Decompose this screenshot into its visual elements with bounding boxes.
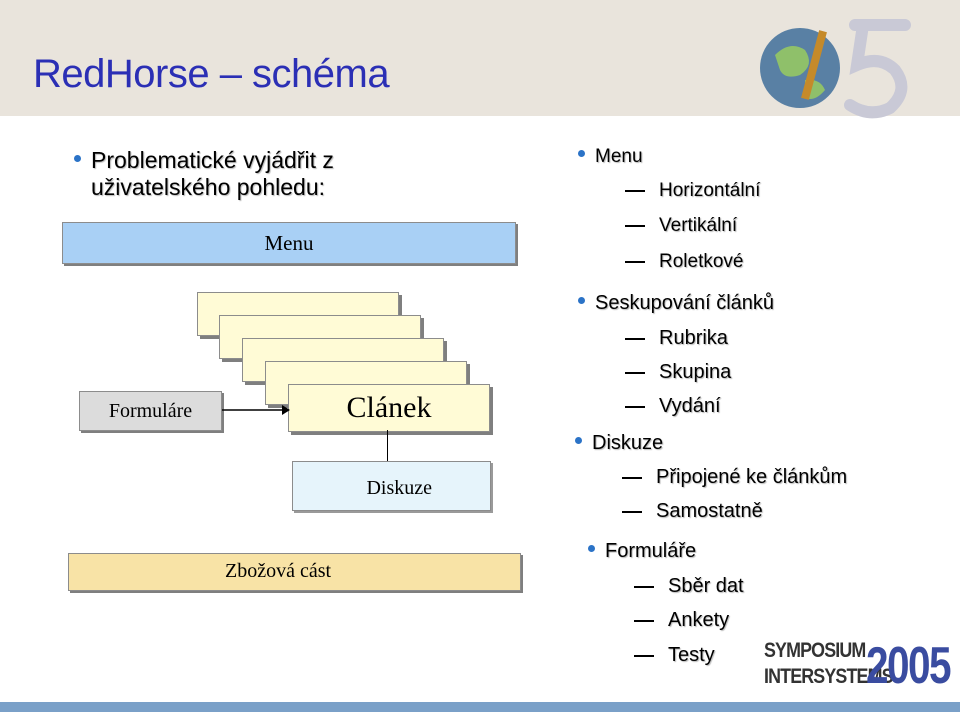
dash-icon xyxy=(625,189,645,192)
clanek-diskuze-connector xyxy=(387,430,388,462)
symposium-logo-text: Symposium InterSystems xyxy=(764,639,894,688)
dash-icon xyxy=(634,654,654,657)
dash-icon xyxy=(625,337,645,340)
diskuze-label: Diskuze xyxy=(366,477,432,499)
dash-icon xyxy=(625,260,645,263)
section-diskuze: Diskuze xyxy=(575,432,663,455)
clanek-box: Clánek xyxy=(288,384,490,432)
list-item: Rubrika xyxy=(625,327,728,350)
formulare-label: Formuláre xyxy=(108,400,193,422)
globe-05-logo xyxy=(760,19,911,119)
clanek-label: Clánek xyxy=(346,391,432,424)
logo-year: 2005 xyxy=(866,637,952,695)
arrow-formulare-to-clanek xyxy=(222,405,290,415)
bullet-icon xyxy=(578,150,585,158)
list-item: Samostatně xyxy=(622,500,763,523)
formulare-box: Formuláre xyxy=(79,391,222,431)
zbozova-box: Zbožová cást xyxy=(68,553,521,591)
section-seskupovani: Seskupování článků xyxy=(578,292,774,315)
section-menu: Menu xyxy=(578,146,643,168)
dash-icon xyxy=(634,585,654,588)
list-item: Vydání xyxy=(625,395,721,418)
bullet-icon xyxy=(578,297,585,305)
dash-icon xyxy=(634,619,654,622)
section-formulare: Formuláře xyxy=(588,540,696,563)
bullet-icon xyxy=(588,545,595,553)
dash-icon xyxy=(625,405,645,408)
menu-box-label: Menu xyxy=(264,231,314,255)
section-label: Diskuze xyxy=(592,432,664,454)
list-item: Sběr dat xyxy=(634,575,744,598)
dash-icon xyxy=(625,371,645,374)
list-item: Vertikální xyxy=(625,215,737,237)
dash-icon xyxy=(625,224,645,227)
section-label: Menu xyxy=(595,146,643,167)
bullet-icon xyxy=(575,437,582,445)
page-title: RedHorse – schéma xyxy=(33,52,390,96)
dash-icon xyxy=(622,476,642,479)
bullet-text-line1: Problematické vyjádřit z xyxy=(91,147,334,173)
list-item: Připojené ke článkům xyxy=(622,466,847,489)
list-item: Roletkové xyxy=(625,251,744,273)
list-item: Testy xyxy=(634,644,715,667)
bottom-bar xyxy=(0,702,960,712)
bullet-icon xyxy=(74,155,81,163)
dash-icon xyxy=(622,510,642,513)
zbozova-label: Zbožová cást xyxy=(225,560,332,582)
bullet-text-line2: uživatelského pohledu: xyxy=(91,174,325,200)
left-bullet: Problematické vyjádřit z uživatelského p… xyxy=(74,147,334,201)
section-label: Formuláře xyxy=(605,540,697,562)
list-item: Skupina xyxy=(625,361,731,384)
diskuze-box: Diskuze xyxy=(292,461,491,511)
list-item: Horizontální xyxy=(625,180,760,202)
section-label: Seskupování článků xyxy=(595,292,775,314)
list-item: Ankety xyxy=(634,609,729,632)
menu-box: Menu xyxy=(62,222,516,264)
